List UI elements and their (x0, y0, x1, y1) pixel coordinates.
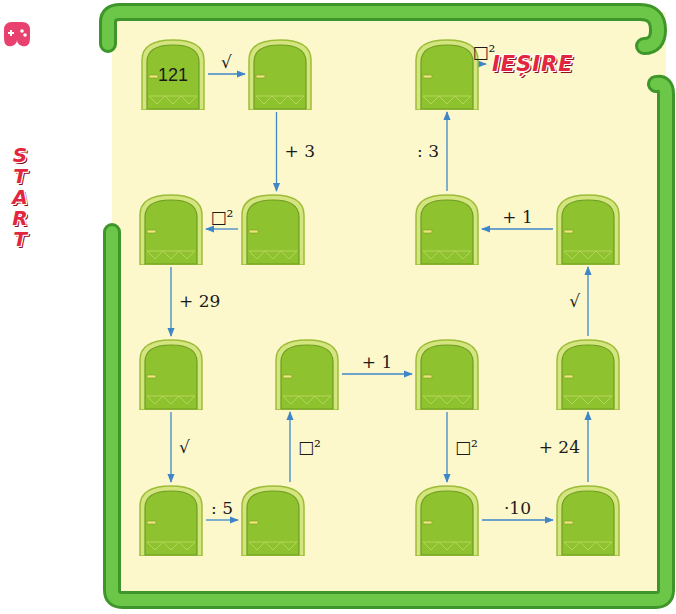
door-box (138, 338, 204, 410)
door-box (414, 338, 480, 410)
exit-text: IEȘIRE (492, 52, 574, 76)
door-box (414, 484, 480, 556)
operation-label: + 24 (539, 438, 580, 457)
arrow-connector (208, 73, 245, 74)
door-box (555, 484, 621, 556)
operation-label: : 5 (211, 499, 233, 518)
arrow-connector (446, 412, 447, 482)
exit-sign: IEȘIRE (488, 50, 578, 78)
operation-label: √ (221, 53, 232, 72)
door-box (138, 484, 204, 556)
operation-label: □² (455, 438, 478, 457)
hedge (108, 12, 666, 600)
door-shape (414, 484, 480, 556)
door-shape (247, 38, 313, 110)
operation-label: □² (211, 208, 234, 227)
door-box (555, 338, 621, 410)
arrow-connector (342, 373, 412, 374)
operation-label: + 29 (179, 292, 220, 311)
door-box (414, 193, 480, 265)
start-label: START (10, 145, 30, 250)
arrow-connector (206, 519, 238, 520)
arrow-connector (482, 228, 553, 229)
door-shape (138, 193, 204, 265)
door-shape (414, 38, 480, 110)
arrow-connector (206, 228, 238, 229)
door-shape (138, 484, 204, 556)
door-shape (414, 193, 480, 265)
gamepad-icon (4, 22, 30, 46)
operation-label: + 3 (285, 142, 315, 161)
operation-label: : 3 (417, 142, 439, 161)
door-shape (414, 338, 480, 410)
operation-label: √ (179, 438, 190, 457)
door-shape (555, 338, 621, 410)
arrow-connector (587, 267, 588, 336)
arrow-connector (482, 519, 553, 520)
door-shape (555, 484, 621, 556)
operation-label: ·10 (504, 499, 531, 518)
arrow-connector (446, 112, 447, 191)
door-box (414, 38, 480, 110)
door-box (274, 338, 340, 410)
maze-ground (112, 12, 666, 600)
arrow-connector (289, 412, 290, 482)
door-box (240, 193, 306, 265)
door-box (138, 193, 204, 265)
arrow-connector (170, 267, 171, 336)
door-shape (240, 484, 306, 556)
door-box (240, 484, 306, 556)
door-shape (555, 193, 621, 265)
door-box (555, 193, 621, 265)
door-shape (274, 338, 340, 410)
door-box (247, 38, 313, 110)
door-shape (138, 338, 204, 410)
door-box: 121 (140, 38, 206, 110)
arrow-connector (587, 412, 588, 482)
door-number: 121 (158, 65, 188, 86)
operation-label: √ (569, 292, 580, 311)
arrow-connector (170, 412, 171, 482)
operation-label: □² (298, 438, 321, 457)
arrow-connector (276, 112, 277, 191)
door-shape (240, 193, 306, 265)
operation-label: + 1 (502, 208, 532, 227)
operation-label: □² (473, 43, 496, 62)
operation-label: + 1 (362, 353, 392, 372)
arrow-connector (482, 63, 486, 64)
